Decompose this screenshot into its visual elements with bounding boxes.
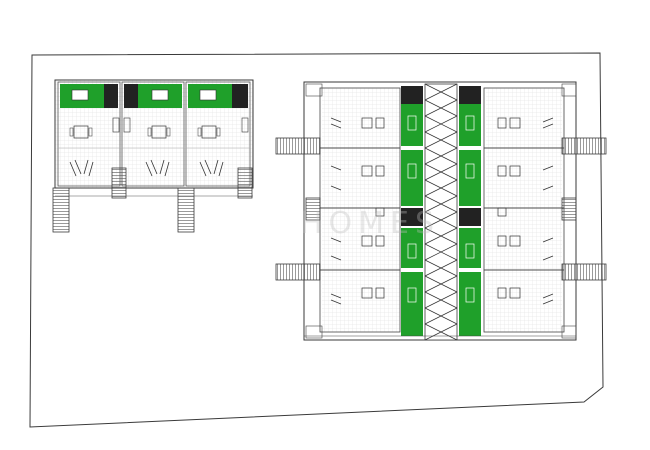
stairway [111,167,127,199]
stairway [561,137,607,155]
stairway [177,187,195,233]
stairway [237,167,253,199]
left-unit-2 [121,81,185,187]
garden [401,104,423,146]
garden [459,228,481,268]
dark-tile [401,86,423,104]
left-unit-1 [57,81,121,187]
dark-tile [232,84,248,108]
garden [459,272,481,336]
left-unit-3 [185,81,251,187]
stairway [52,187,70,233]
sofa [199,159,224,177]
dark-tile [401,208,423,226]
table [73,125,89,139]
dark-tile [459,208,481,226]
left-building [52,79,254,233]
garden [459,104,481,146]
right-block-west-units [319,87,401,333]
sofa [69,159,94,177]
table [201,125,217,139]
stairway [275,137,321,155]
stairway [561,263,607,281]
dark-tile [124,84,138,108]
stairway [305,197,321,221]
sofa [145,159,170,177]
stairway [275,263,321,281]
garden [401,228,423,268]
stairway [561,197,577,221]
right-block-east-units [483,87,565,333]
central-walkway [424,83,458,341]
dark-tile [104,84,118,108]
dark-tile [459,86,481,104]
garden [401,272,423,336]
right-building [275,81,607,341]
site-boundary [29,52,604,428]
table [151,125,167,139]
